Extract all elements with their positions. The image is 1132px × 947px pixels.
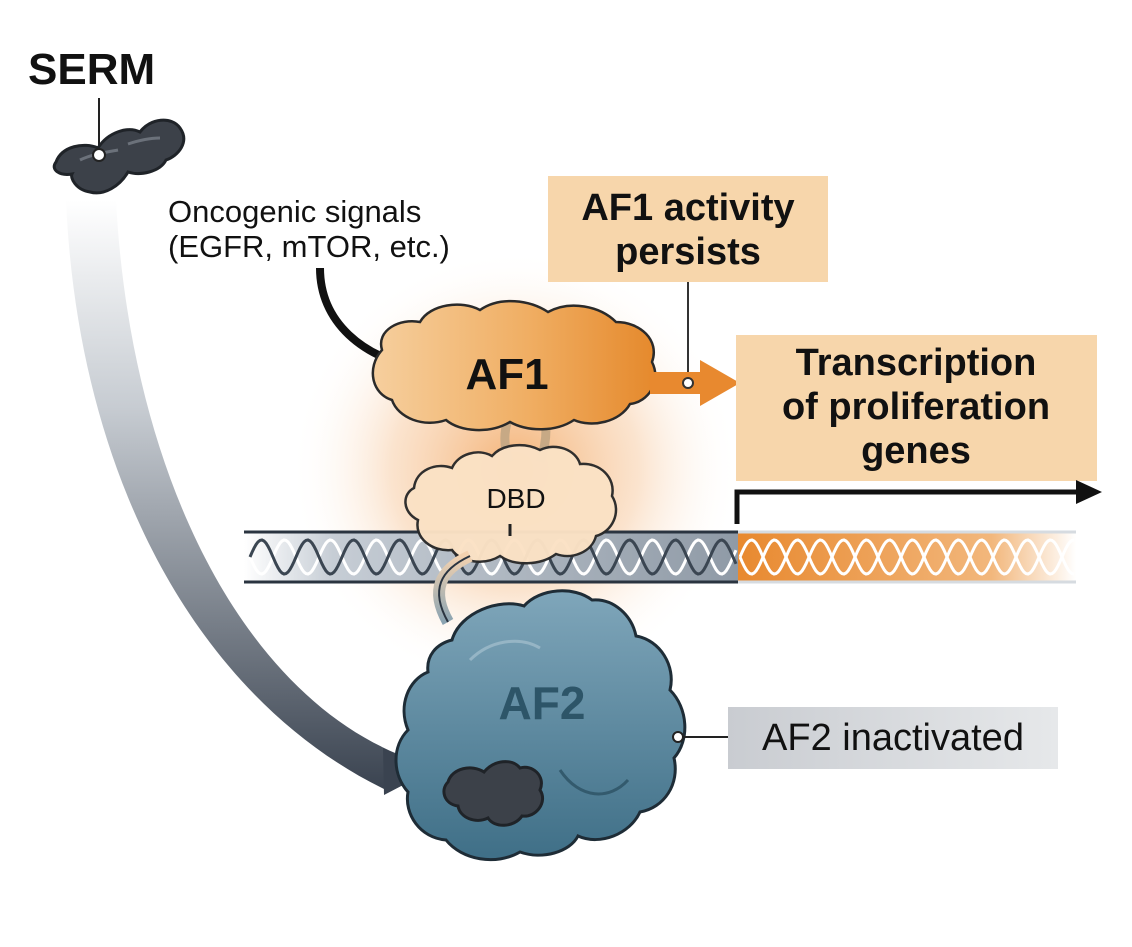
oncogenic-signals-examples: (EGFR, mTOR, etc.) <box>168 229 450 264</box>
transcription-box <box>736 335 1097 481</box>
af1-activity-box <box>548 176 828 282</box>
af2-inactivated-box <box>728 707 1058 769</box>
proliferation-gene-region <box>738 530 1076 584</box>
serm-label: SERM <box>28 45 155 94</box>
transcription-line2: of proliferation <box>782 386 1050 428</box>
af1-activity-line2: persists <box>615 231 761 273</box>
oncogenic-signals-label: Oncogenic signals <box>168 194 421 229</box>
af1-activity-leader-dot <box>682 377 694 389</box>
af2-label: AF2 <box>499 677 586 729</box>
transcription-line3: genes <box>861 430 971 472</box>
serm-binding-arrow <box>66 200 400 790</box>
af1-label: AF1 <box>465 350 548 399</box>
af2-inactivated-leader-dot <box>672 731 684 743</box>
serm-leader-dot <box>92 148 106 162</box>
bound-serm-icon <box>442 760 545 827</box>
dbd-label: DBD <box>486 483 545 514</box>
af1-transcription-arrow-shaft <box>650 372 710 394</box>
dbd-domain <box>404 443 618 565</box>
transcription-start-arrow-head <box>1076 480 1102 504</box>
transcription-start-arrow <box>734 489 1082 524</box>
serm-molecule-icon <box>52 118 186 195</box>
dbd-af2-linker-outline <box>438 555 471 623</box>
af1-activity-line1: AF1 activity <box>581 187 794 229</box>
af2-inactivated-label: AF2 inactivated <box>762 717 1024 759</box>
transcription-line1: Transcription <box>796 342 1037 384</box>
af1-transcription-arrow-head <box>700 360 740 406</box>
